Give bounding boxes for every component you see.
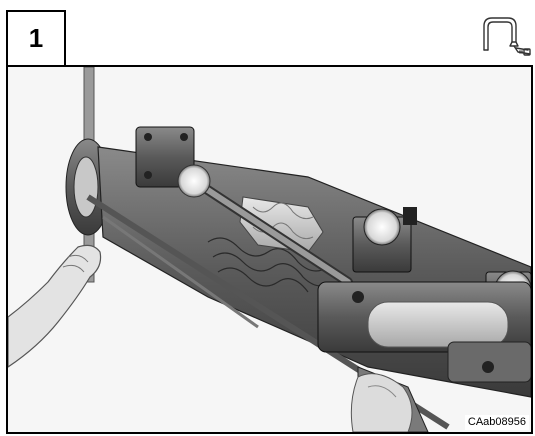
torque-wrench-icon: [478, 12, 534, 58]
step-number: 1: [28, 23, 44, 53]
step-number-box: 1: [6, 10, 66, 65]
assembly-photo: CAab08956: [6, 65, 533, 434]
figure-code: CAab08956: [464, 415, 529, 430]
